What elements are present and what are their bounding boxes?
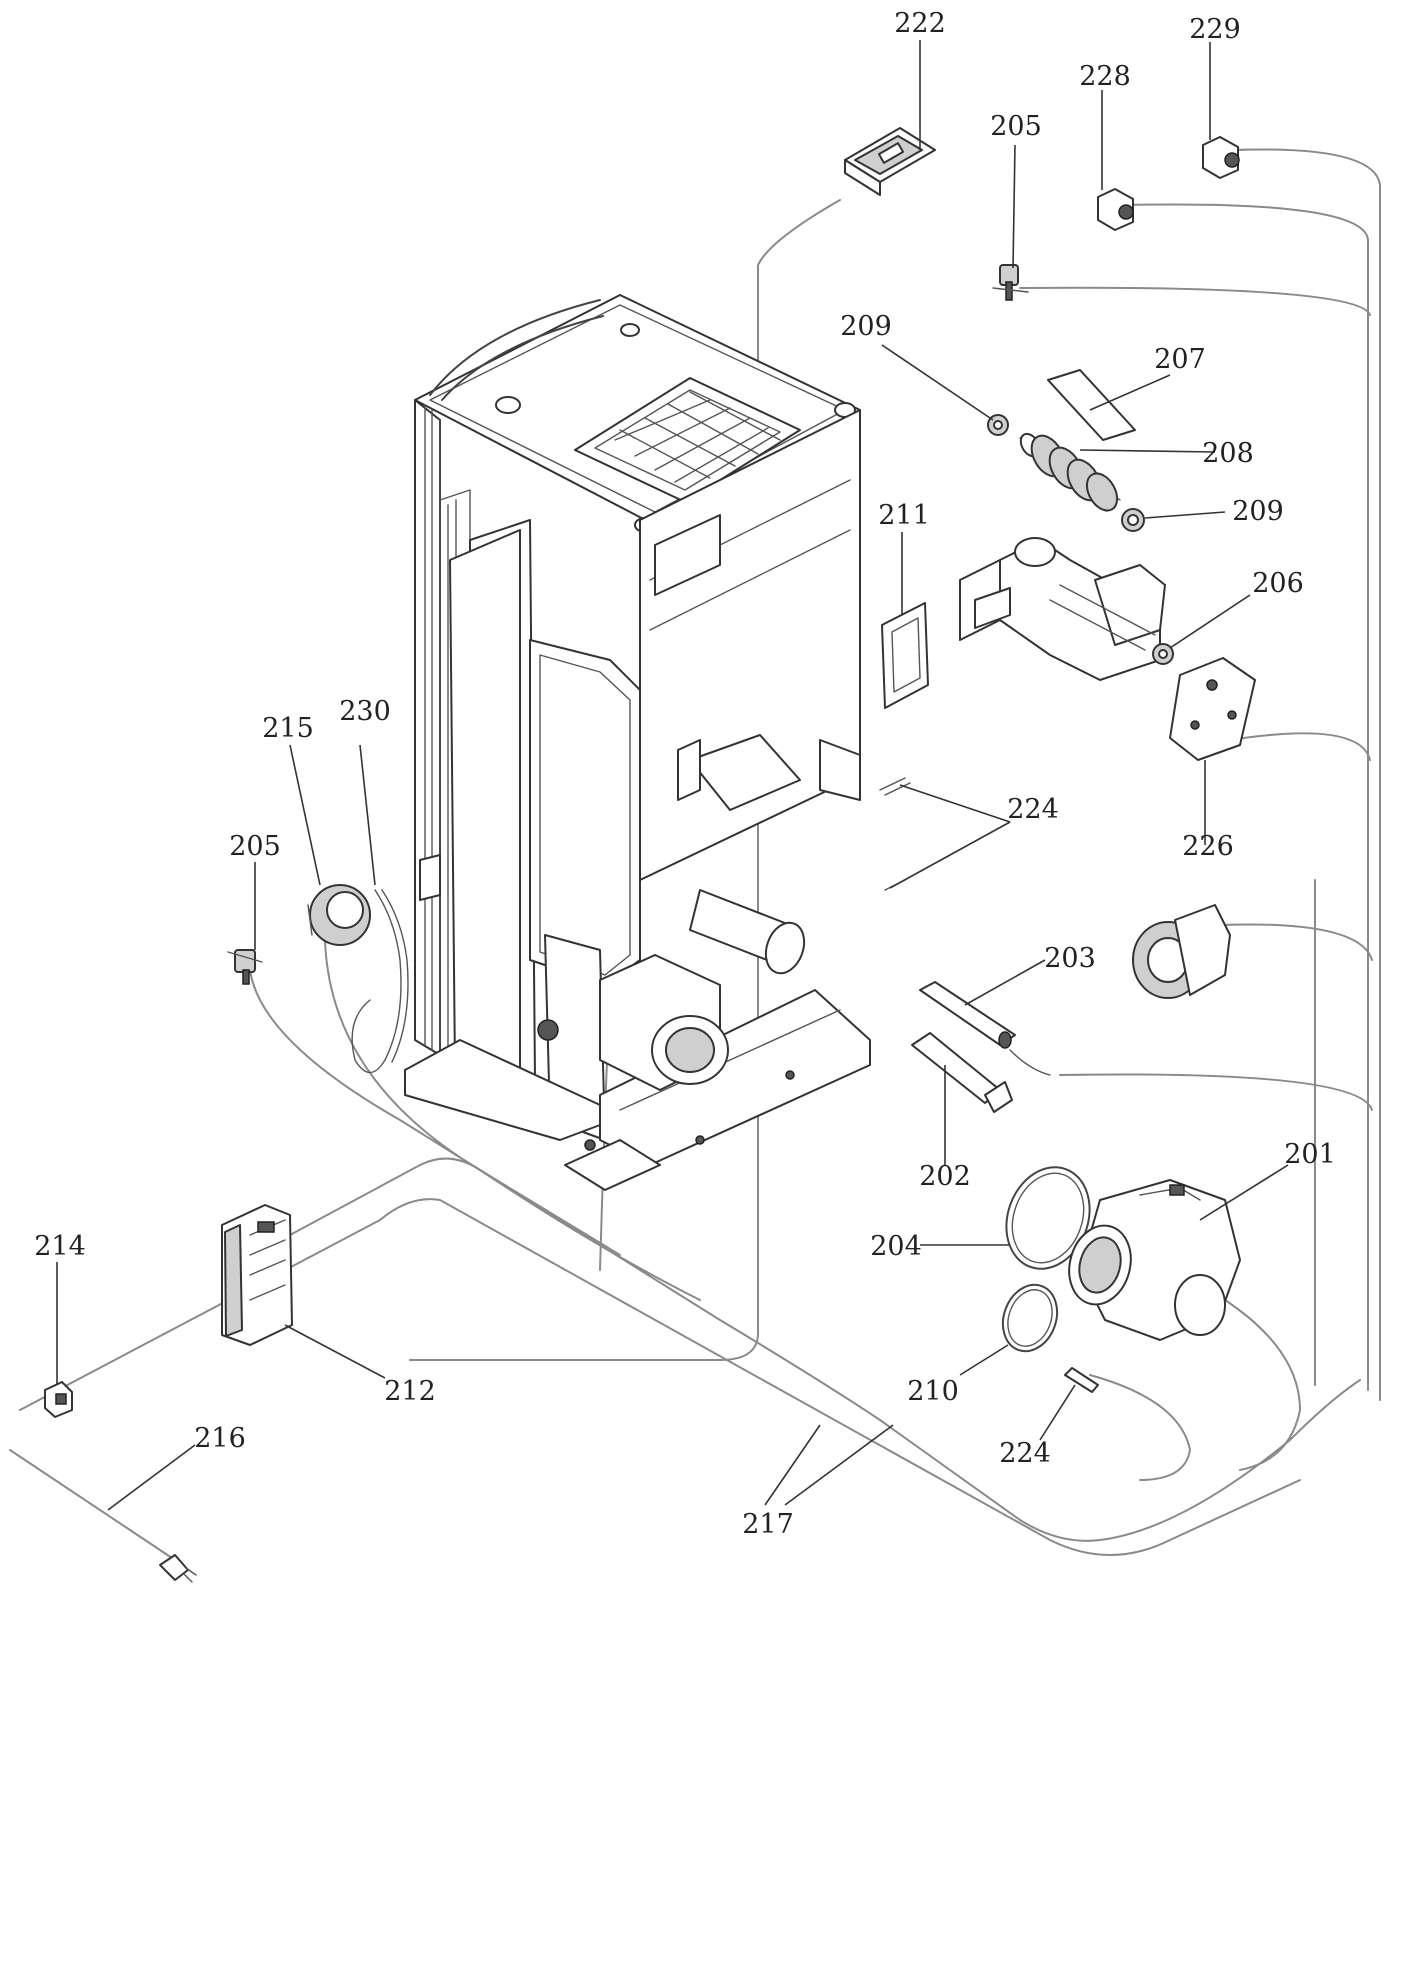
label-209-lower: 209 [1232, 496, 1284, 527]
pump [1132, 904, 1231, 999]
part-205-top-sensor [992, 264, 1029, 301]
part-229-valve [1202, 136, 1240, 179]
label-229: 229 [1189, 14, 1241, 45]
part-207-plate [1047, 369, 1136, 441]
label-226: 226 [1182, 831, 1234, 862]
part-201-blower [1068, 1179, 1241, 1341]
label-217: 217 [742, 1509, 794, 1540]
label-205-top: 205 [990, 111, 1042, 142]
part-224-rod-lower [1064, 1367, 1099, 1393]
part-210-ring [1001, 1283, 1059, 1353]
part-226-motor [1169, 657, 1256, 761]
label-211: 211 [878, 500, 930, 531]
label-207: 207 [1154, 344, 1206, 375]
part-224-rod-upper [879, 777, 911, 891]
label-212: 212 [384, 1376, 436, 1407]
label-214: 214 [34, 1231, 86, 1262]
part-labels: 222 229 228 205 209 207 208 209 211 206 … [34, 8, 1336, 1540]
label-209-upper: 209 [840, 311, 892, 342]
label-224-lower: 224 [999, 1438, 1051, 1469]
part-204-ring [1005, 1166, 1091, 1270]
part-230-tube [351, 889, 409, 1074]
part-205-left-sensor [227, 949, 263, 985]
part-209-washer-lower [1121, 508, 1145, 532]
auger-housing [959, 537, 1166, 681]
part-202-tube [911, 1032, 1013, 1113]
part-212-control-board [221, 1204, 293, 1346]
label-215: 215 [262, 713, 314, 744]
label-206: 206 [1252, 568, 1304, 599]
label-205-left: 205 [229, 831, 281, 862]
label-216: 216 [194, 1423, 246, 1454]
part-215-fan [307, 884, 371, 946]
label-204: 204 [870, 1231, 922, 1262]
label-230: 230 [339, 696, 391, 727]
wiring-harness [9, 148, 1381, 1561]
label-210: 210 [907, 1376, 959, 1407]
part-211-gasket [881, 602, 929, 709]
part-206-washer [1152, 643, 1174, 665]
label-208: 208 [1202, 438, 1254, 469]
label-203: 203 [1044, 943, 1096, 974]
part-203-igniter [919, 981, 1051, 1076]
part-228-valve [1097, 188, 1134, 231]
label-228: 228 [1079, 61, 1131, 92]
part-222-display [844, 127, 936, 196]
part-216-plug [159, 1554, 197, 1583]
part-208-auger [1019, 432, 1121, 512]
label-201: 201 [1284, 1139, 1336, 1170]
label-224-upper: 224 [1007, 794, 1059, 825]
part-214-switch [44, 1381, 73, 1418]
label-202: 202 [919, 1161, 971, 1192]
label-222: 222 [894, 8, 946, 39]
leader-lines [56, 40, 1289, 1511]
stove-body [404, 294, 871, 1191]
